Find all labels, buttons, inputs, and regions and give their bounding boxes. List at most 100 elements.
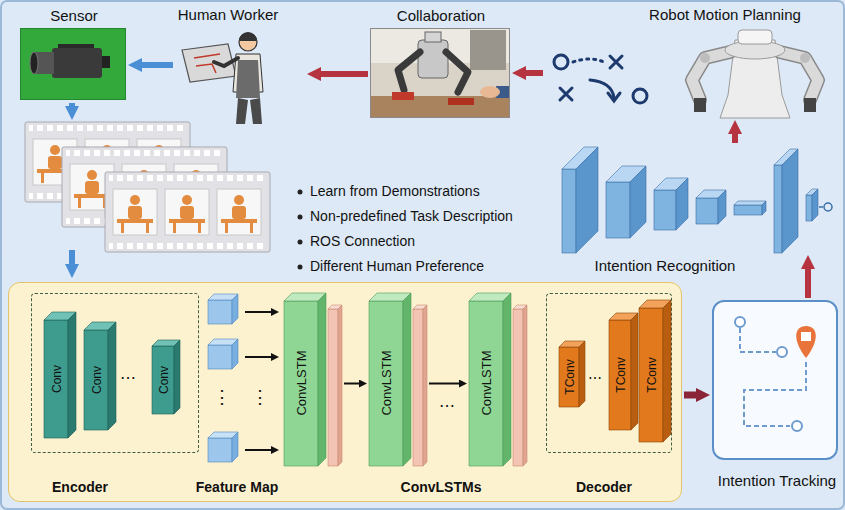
collaboration-photo bbox=[370, 28, 510, 118]
block-face bbox=[513, 309, 523, 466]
camera-icon bbox=[20, 28, 126, 100]
block-label: ConvLSTM bbox=[479, 350, 495, 415]
block-label: Conv bbox=[157, 366, 171, 394]
node-label: ConvLSTMs bbox=[401, 479, 482, 496]
text-holder: ⋮ bbox=[251, 387, 269, 409]
node-label: Decoder bbox=[576, 479, 632, 496]
block-faces bbox=[369, 293, 435, 466]
text-holder: ROS Connection bbox=[310, 232, 415, 250]
feature-arrows bbox=[245, 312, 271, 450]
robot-figure bbox=[692, 30, 818, 118]
ellipsis-mark: ⋯ bbox=[120, 368, 136, 387]
ellipsis-mark: ⋯ bbox=[588, 370, 602, 387]
bullet-text: Different Human Preference bbox=[310, 258, 484, 275]
text-holder: Decoder bbox=[576, 478, 632, 496]
block-label: TConv bbox=[645, 357, 659, 392]
text-holder: ConvLSTM bbox=[292, 350, 310, 415]
block-label: ConvLSTM bbox=[379, 350, 395, 415]
ellipsis-mark: ⋮ bbox=[213, 387, 231, 409]
block-face bbox=[523, 305, 527, 466]
block-face bbox=[503, 293, 511, 466]
sensor-panel: Sensor bbox=[20, 28, 126, 100]
robot-panel: Robot Motion Planning bbox=[545, 28, 835, 118]
planning-icon bbox=[554, 55, 647, 103]
node-label: Robot Motion Planning bbox=[649, 6, 801, 24]
block-face bbox=[631, 313, 638, 430]
node-label: Human Worker bbox=[178, 6, 279, 24]
text-holder: Feature Map bbox=[196, 478, 278, 496]
block-label: TConv bbox=[614, 357, 628, 392]
tconv-block: TConv bbox=[559, 347, 579, 407]
block-faces bbox=[284, 293, 350, 466]
block-label: Conv bbox=[90, 366, 104, 394]
text-holder: Conv bbox=[47, 365, 65, 393]
text-holder: Intention Tracking bbox=[718, 472, 836, 490]
network-figure bbox=[562, 147, 832, 253]
text-holder: ConvLSTM bbox=[377, 350, 395, 415]
ellipsis-mark: ⋯ bbox=[439, 396, 455, 415]
text-holder: ⋯ bbox=[439, 396, 455, 415]
tracking-icon bbox=[735, 317, 816, 431]
block-face bbox=[108, 322, 116, 430]
flow-arrow bbox=[526, 70, 543, 76]
text-holder: Sensor bbox=[50, 7, 98, 25]
feature-map-cubes bbox=[208, 294, 238, 462]
block-face bbox=[84, 330, 108, 430]
photo-panel: Collaboration bbox=[370, 28, 510, 118]
ellipsis-mark: ⋮ bbox=[251, 387, 269, 409]
text-holder: TConv bbox=[611, 357, 629, 392]
worker-figure bbox=[182, 32, 263, 124]
node-label: Encoder bbox=[52, 479, 108, 496]
text-holder: Robot Motion Planning bbox=[649, 6, 801, 24]
block-face bbox=[284, 301, 318, 466]
conv-block: Conv bbox=[44, 320, 68, 438]
text-holder: ⋯ bbox=[120, 368, 136, 387]
node-label: Intention Recognition bbox=[595, 257, 736, 275]
block-face bbox=[68, 312, 76, 438]
text-holder: Conv bbox=[87, 366, 105, 394]
flow-arrow bbox=[69, 103, 75, 106]
block-face bbox=[318, 293, 326, 466]
block-face bbox=[639, 308, 663, 442]
text-holder: ConvLSTM bbox=[477, 350, 495, 415]
block-face bbox=[579, 341, 585, 407]
text-holder: ⋮ bbox=[213, 387, 231, 409]
convlstm-block: ConvLSTM bbox=[369, 301, 427, 466]
block-face bbox=[559, 347, 579, 407]
text-holder: ConvLSTMs bbox=[401, 478, 482, 496]
block-face bbox=[403, 293, 411, 466]
block-face bbox=[174, 340, 180, 414]
bullet-text: Non-predefined Task Description bbox=[310, 208, 513, 225]
model-panel: Conv Conv ConvEncoder ConvLSTM ConvLSTM ConvL… bbox=[8, 282, 682, 502]
conv-block: Conv bbox=[152, 346, 174, 414]
bullet-dots bbox=[298, 190, 303, 270]
block-label: ConvLSTM bbox=[294, 350, 310, 415]
text-holder: TConv bbox=[560, 359, 578, 394]
text-holder: Different Human Preference bbox=[310, 257, 484, 275]
block-label: TConv bbox=[563, 359, 577, 394]
flow-arrow bbox=[142, 62, 173, 68]
block-face bbox=[152, 346, 174, 414]
block-label: Conv bbox=[50, 365, 64, 393]
flow-arrow bbox=[321, 71, 368, 77]
flow-arrow bbox=[429, 383, 459, 385]
worker-panel: Human Worker bbox=[175, 30, 305, 125]
tconv-block: TConv bbox=[609, 320, 631, 430]
text-holder: Encoder bbox=[52, 478, 108, 496]
tracking-ground bbox=[712, 300, 838, 460]
tracking-box: Intention Tracking bbox=[712, 300, 838, 460]
block-face bbox=[44, 320, 68, 438]
network-panel: Intention Recognition bbox=[560, 145, 835, 253]
flow-arrow bbox=[805, 269, 811, 298]
flow-arrow bbox=[684, 392, 696, 399]
convlstm-block: ConvLSTM bbox=[469, 301, 527, 466]
text-holder: TConv bbox=[642, 357, 660, 392]
block-face bbox=[328, 309, 338, 466]
block-face bbox=[369, 301, 403, 466]
text-holder: ⋯ bbox=[588, 369, 602, 387]
block-face bbox=[469, 301, 503, 466]
block-face bbox=[413, 309, 423, 466]
block-faces bbox=[469, 293, 535, 466]
video-frames bbox=[25, 122, 270, 252]
